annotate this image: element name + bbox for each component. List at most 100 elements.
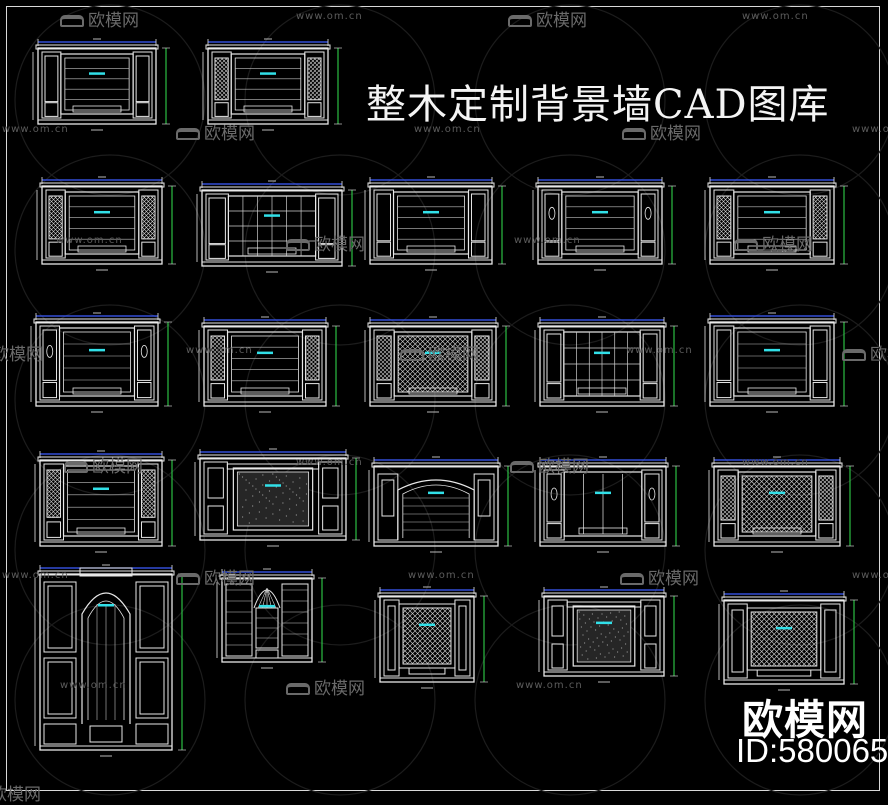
- lattice-pattern: [305, 336, 320, 380]
- wall-elevation-drawing: [704, 176, 848, 271]
- dimension-label-mark: [776, 626, 792, 630]
- watermark-url: www.om.cn: [2, 124, 69, 135]
- watermark-url: www.om.cn: [296, 457, 363, 468]
- lattice-pattern: [474, 336, 489, 380]
- dimension-label-mark: [594, 351, 610, 355]
- lattice-pattern: [211, 336, 225, 380]
- watermark-url: www.om.cn: [742, 457, 809, 468]
- watermark-brand: 欧模网: [508, 6, 587, 31]
- dimension-label-mark: [423, 210, 439, 214]
- sofa-icon: [734, 239, 758, 251]
- sofa-icon: [508, 15, 532, 27]
- sofa-icon: [176, 573, 200, 585]
- watermark-url: www.om.cn: [626, 345, 693, 356]
- lattice-pattern: [141, 470, 155, 518]
- wall-elevation-drawing: [534, 316, 678, 413]
- sofa-icon: [60, 15, 84, 27]
- watermark-brand: 欧模网: [176, 564, 255, 589]
- sofa-icon: [286, 683, 310, 695]
- dimension-label-mark: [264, 214, 280, 217]
- watermark-brand: 欧模网: [286, 230, 365, 255]
- wall-elevation-drawing: [374, 586, 488, 689]
- dimension-label-mark: [425, 351, 441, 355]
- dimension-label-mark: [265, 484, 281, 487]
- watermark-url: www.om.cn: [186, 345, 253, 356]
- brand-logo: 欧模网: [742, 696, 868, 744]
- watermark-brand: 欧模网: [64, 452, 143, 477]
- wall-elevation-drawing: [708, 456, 854, 553]
- watermark-brand: 欧模网: [734, 230, 813, 255]
- wall-elevation-drawing: [368, 456, 512, 553]
- lattice-pattern: [215, 58, 229, 100]
- lattice-pattern: [377, 336, 392, 380]
- watermark-url: www.om.cn: [2, 570, 69, 581]
- wall-elevation-drawing: [364, 316, 510, 413]
- wall-elevation-drawing: [534, 456, 680, 553]
- dimension-label-mark: [764, 348, 780, 352]
- wall-elevation-drawing: [34, 564, 186, 757]
- lattice-pattern: [717, 196, 731, 239]
- dimension-label-mark: [89, 348, 105, 352]
- sofa-icon: [64, 461, 88, 473]
- lattice-pattern: [813, 196, 827, 239]
- lattice-pattern: [49, 196, 63, 239]
- wall-elevation-drawing: [216, 568, 326, 669]
- watermark-brand: 欧模网: [0, 345, 43, 365]
- lattice-pattern: [818, 476, 834, 520]
- wall-elevation-drawing: [704, 312, 848, 413]
- lattice-pattern: [742, 476, 812, 532]
- dimension-label-mark: [596, 621, 612, 625]
- sofa-icon: [286, 239, 310, 251]
- wall-elevation-drawing: [30, 312, 172, 413]
- wall-elevation-drawing: [198, 316, 340, 413]
- model-id: ID:580065: [736, 732, 888, 769]
- sofa-icon: [400, 349, 424, 361]
- watermark-url: www.om.cn: [408, 570, 475, 581]
- lattice-pattern: [721, 476, 736, 520]
- wall-elevation-drawing: [718, 590, 858, 691]
- watermark-url: www.om.cn: [60, 680, 127, 691]
- wall-elevation-drawing: [36, 176, 176, 271]
- watermark-url: www.om.cn: [56, 235, 123, 246]
- watermark-brand: 欧模网: [622, 119, 701, 144]
- watermark-brand: 欧模网: [0, 785, 41, 805]
- wall-elevation-drawing: [194, 448, 360, 547]
- watermark-url: www.om.cn: [516, 680, 583, 691]
- wall-elevation-drawing: [364, 176, 506, 271]
- lattice-pattern: [307, 58, 321, 100]
- dimension-label-mark: [98, 604, 114, 607]
- watermark-brand: 欧模网: [620, 564, 699, 589]
- lattice-pattern: [751, 612, 817, 666]
- watermark-url: www.om.cn: [852, 570, 888, 581]
- sofa-icon: [510, 461, 534, 473]
- wall-elevation-drawing: [202, 38, 342, 131]
- watermark-url: www.om.cn: [514, 235, 581, 246]
- dimension-label-mark: [595, 491, 611, 495]
- dimension-label-mark: [769, 491, 785, 495]
- watermark-brand: 欧模网: [60, 6, 139, 31]
- watermark-brand: 欧模网: [510, 452, 589, 477]
- sofa-icon: [176, 128, 200, 140]
- watermark-brand: 欧模网: [286, 674, 365, 699]
- sofa-icon: [622, 128, 646, 140]
- dimension-label-mark: [428, 491, 444, 495]
- lattice-pattern: [141, 196, 156, 239]
- wall-elevation-drawing: [538, 586, 678, 683]
- watermark-url: www.om.cn: [414, 124, 481, 135]
- wall-elevation-drawing: [34, 450, 176, 553]
- wall-elevation-drawing: [532, 176, 676, 271]
- dimension-label-mark: [89, 72, 105, 75]
- wall-elevation-drawing: [196, 180, 356, 273]
- dimension-label-mark: [592, 210, 608, 214]
- sofa-icon: [620, 573, 644, 585]
- sheet-border: [6, 6, 880, 791]
- dimension-label-mark: [764, 210, 780, 214]
- watermark-brand: 欧模网: [842, 340, 888, 365]
- lattice-pattern: [398, 336, 468, 392]
- watermark-url: www.om.cn: [742, 11, 809, 22]
- dimension-label-mark: [419, 623, 435, 627]
- watermark-url: www.om.cn: [852, 124, 888, 135]
- sofa-icon: [842, 349, 866, 361]
